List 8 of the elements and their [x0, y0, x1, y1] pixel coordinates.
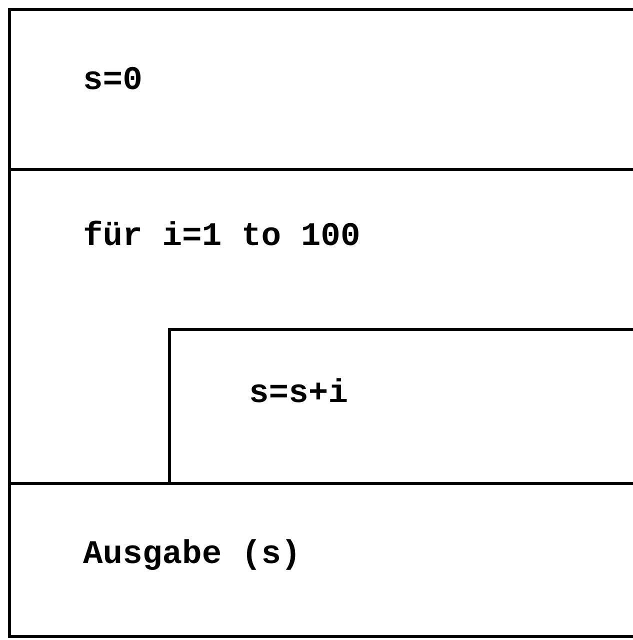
process-block [8, 8, 633, 168]
block-text: s=s+i [249, 376, 348, 412]
block-text: Ausgabe (s) [83, 537, 301, 574]
process-block [8, 482, 633, 638]
block-text: s=0 [83, 63, 142, 100]
block-text: für i=1 to 100 [83, 219, 360, 256]
loop-body-block [168, 328, 633, 485]
loop-block [8, 168, 633, 482]
